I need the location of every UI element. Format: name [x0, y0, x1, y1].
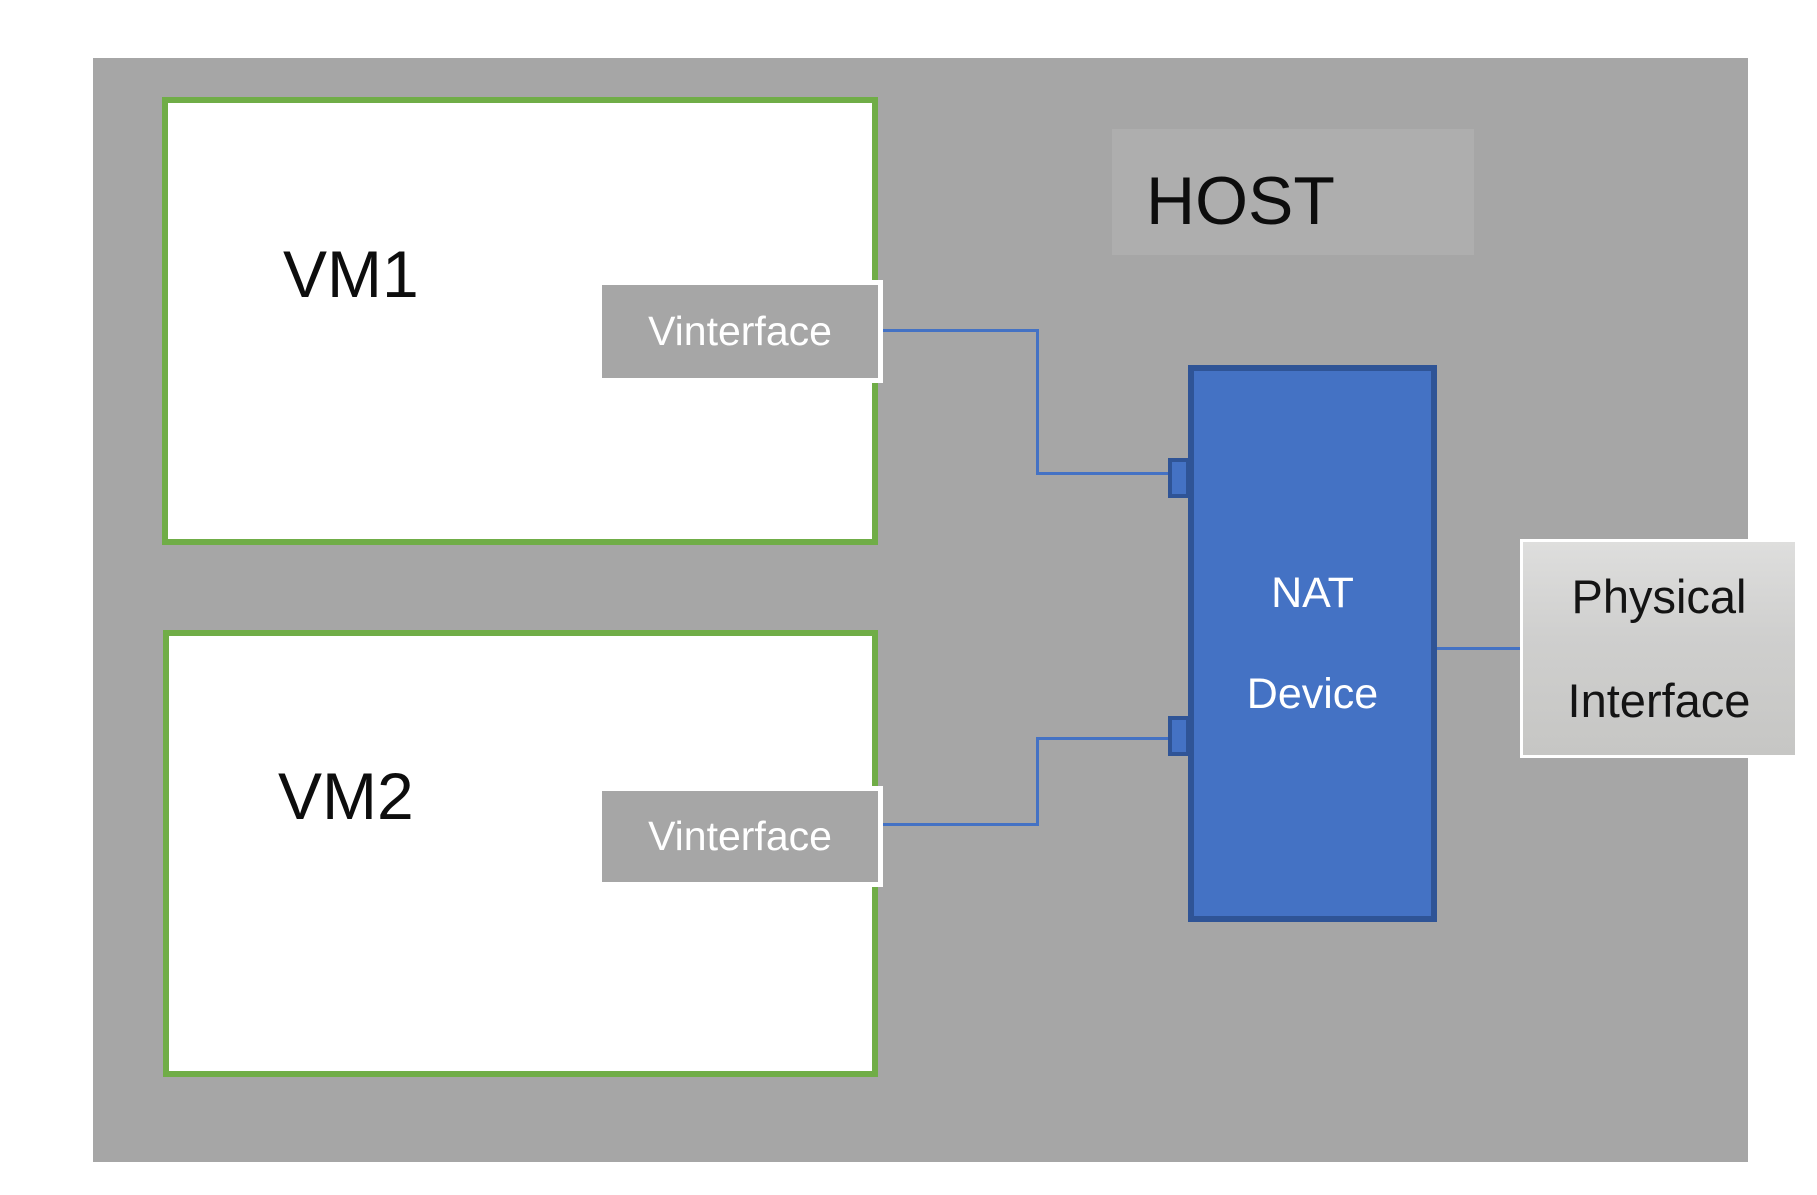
vinterface1-label: Vinterface	[648, 308, 832, 354]
physical-interface-box: Physical Interface	[1520, 539, 1798, 758]
connector-nat-physical	[1437, 647, 1525, 650]
nat-device-box: NAT Device	[1188, 365, 1437, 922]
nat-port-2	[1168, 716, 1190, 756]
host-label: HOST	[1146, 163, 1335, 239]
connector-vm1-nat-seg3	[1036, 472, 1170, 475]
connector-vm2-nat-seg2	[1036, 737, 1039, 826]
vinterface2-label: Vinterface	[648, 813, 832, 859]
connector-vm2-nat-seg1	[881, 823, 1039, 826]
physical-interface-label-line2: Interface	[1567, 674, 1751, 727]
vm2-label: VM2	[278, 759, 414, 833]
vinterface2-box: Vinterface	[597, 786, 883, 887]
vm1-label: VM1	[283, 237, 419, 311]
connector-vm1-nat-seg2	[1036, 329, 1039, 475]
connector-vm1-nat-seg1	[881, 329, 1039, 332]
physical-interface-label-line1: Physical	[1571, 570, 1747, 623]
host-label-backdrop	[1112, 129, 1474, 255]
connector-vm2-nat-seg3	[1036, 737, 1170, 740]
nat-port-1	[1168, 458, 1190, 498]
vinterface1-box: Vinterface	[597, 280, 883, 383]
nat-device-label-line2: Device	[1246, 669, 1379, 718]
nat-device-label-line1: NAT	[1271, 568, 1354, 617]
